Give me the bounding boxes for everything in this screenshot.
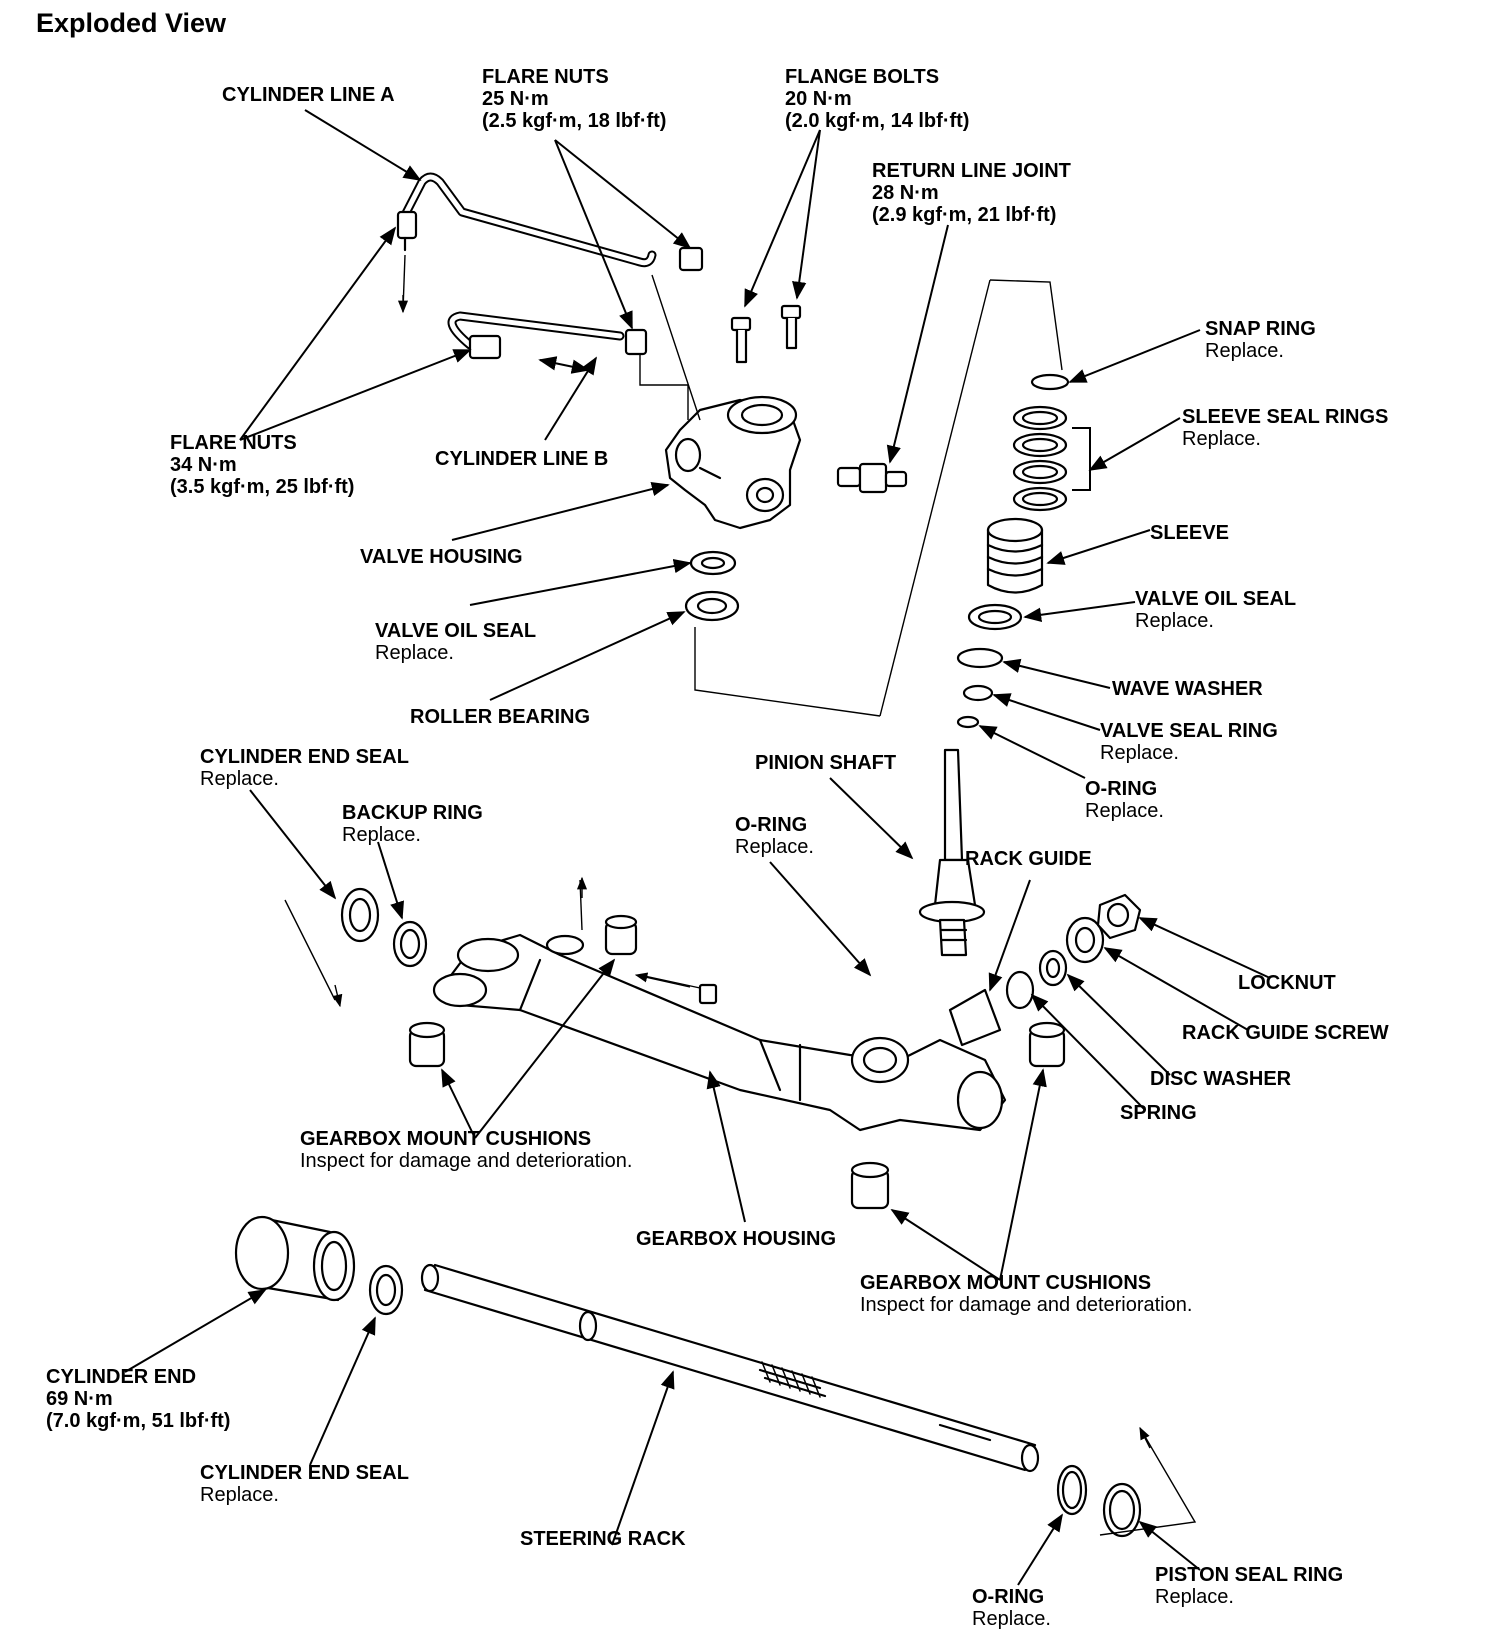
spring-part — [1005, 970, 1035, 1010]
label-gearbox-mount-cushions-right: GEARBOX MOUNT CUSHIONS Inspect for damag… — [860, 1272, 1193, 1316]
label-valve-oil-seal-left: VALVE OIL SEAL Replace. — [375, 620, 537, 664]
sleeve-part — [986, 517, 1044, 594]
leader-cylinder-line-a — [304, 109, 422, 181]
label-gearbox-mount-cushions-left: GEARBOX MOUNT CUSHIONS Inspect for damag… — [300, 1128, 633, 1172]
gearbox-mount-cushion-part — [408, 1021, 446, 1068]
label-flare-nuts-top: FLARE NUTS 25 N·m (2.5 kgf·m, 18 lbf·ft) — [482, 66, 667, 132]
rack-guide-part — [948, 988, 1002, 1047]
o-ring-right-part — [956, 715, 980, 729]
label-valve-seal-ring: VALVE SEAL RING Replace. — [1100, 720, 1278, 764]
valve-seal-ring-part — [962, 684, 994, 702]
label-valve-housing: VALVE HOUSING — [360, 546, 523, 568]
label-steering-rack: STEERING RACK — [520, 1528, 686, 1550]
label-backup-ring: BACKUP RING Replace. — [342, 802, 483, 846]
label-rack-guide-screw: RACK GUIDE SCREW — [1182, 1022, 1389, 1044]
label-cylinder-end-seal-bottom: CYLINDER END SEAL Replace. — [200, 1462, 409, 1506]
label-valve-oil-seal-right: VALVE OIL SEAL Replace. — [1135, 588, 1297, 632]
gearbox-mount-cushion-part — [1028, 1021, 1066, 1068]
label-cylinder-line-a: CYLINDER LINE A — [222, 84, 395, 106]
label-o-ring-right: O-RING Replace. — [1085, 778, 1164, 822]
sleeve-seal-rings-part — [1012, 405, 1068, 512]
label-o-ring-bottom: O-RING Replace. — [972, 1586, 1051, 1630]
steering-rack-part — [420, 1263, 1040, 1473]
label-pinion-shaft: PINION SHAFT — [755, 752, 897, 774]
label-gearbox-housing: GEARBOX HOUSING — [636, 1228, 837, 1250]
label-return-line-joint: RETURN LINE JOINT 28 N·m (2.9 kgf·m, 21 … — [872, 160, 1071, 226]
label-flange-bolts: FLANGE BOLTS 20 N·m (2.0 kgf·m, 14 lbf·f… — [785, 66, 970, 132]
wave-washer-part — [956, 647, 1004, 669]
cylinder-line-a-part — [396, 172, 704, 272]
cylinder-end-part — [234, 1215, 356, 1302]
return-line-joint-part — [836, 462, 908, 494]
gearbox-mount-cushion-part — [604, 914, 638, 956]
label-sleeve: SLEEVE — [1150, 522, 1229, 544]
flange-bolts-part — [730, 304, 802, 364]
snap-ring-part — [1030, 373, 1070, 391]
label-roller-bearing: ROLLER BEARING — [410, 706, 590, 728]
label-locknut: LOCKNUT — [1238, 972, 1336, 994]
label-snap-ring: SNAP RING Replace. — [1205, 318, 1316, 362]
gearbox-mount-cushion-part — [850, 1161, 890, 1210]
label-spring: SPRING — [1120, 1102, 1197, 1124]
gearbox-housing-part — [432, 933, 1007, 1132]
label-cylinder-line-b: CYLINDER LINE B — [435, 448, 609, 470]
cylinder-line-b-part — [447, 311, 648, 360]
label-wave-washer: WAVE WASHER — [1112, 678, 1263, 700]
label-sleeve-seal-rings: SLEEVE SEAL RINGS Replace. — [1182, 406, 1389, 450]
label-rack-guide: RACK GUIDE — [965, 848, 1092, 870]
label-o-ring-mid: O-RING Replace. — [735, 814, 814, 858]
label-piston-seal-ring: PISTON SEAL RING Replace. — [1155, 1564, 1344, 1608]
label-flare-nuts-left: FLARE NUTS 34 N·m (3.5 kgf·m, 25 lbf·ft) — [170, 432, 355, 498]
page-title: Exploded View — [36, 8, 227, 38]
pinion-shaft-part — [918, 748, 986, 957]
valve-housing-part — [664, 395, 802, 530]
label-cylinder-end: CYLINDER END 69 N·m (7.0 kgf·m, 51 lbf·f… — [46, 1366, 231, 1432]
label-cylinder-end-seal-top: CYLINDER END SEAL Replace. — [200, 746, 409, 790]
label-disc-washer: DISC WASHER — [1150, 1068, 1292, 1090]
